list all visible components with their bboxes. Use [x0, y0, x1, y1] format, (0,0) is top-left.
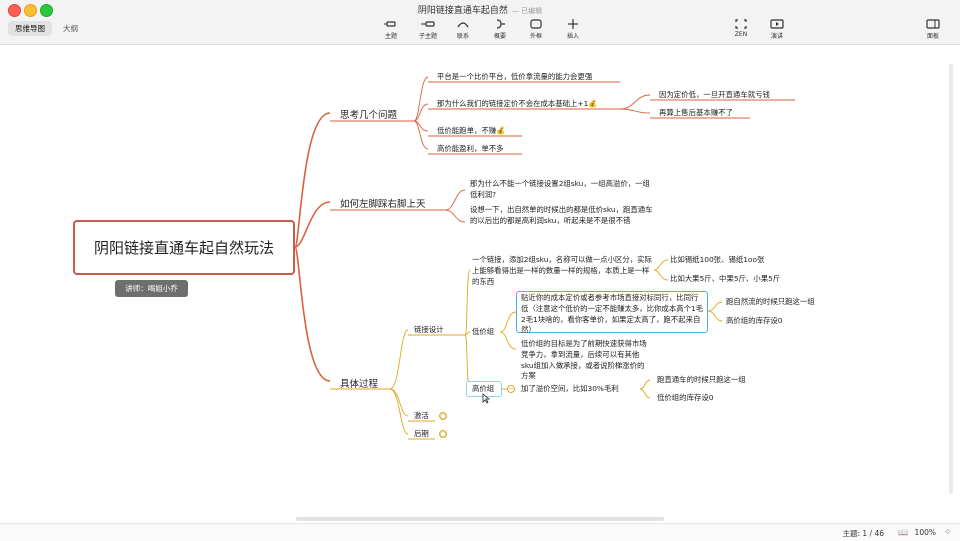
- relationship-button[interactable]: 联系: [445, 17, 481, 40]
- zoom-level[interactable]: 100%: [914, 528, 936, 537]
- zen-label: ZEN: [734, 31, 748, 38]
- horizontal-scrollbar[interactable]: [296, 517, 664, 521]
- topic-think-questions[interactable]: 思考几个问题: [340, 110, 398, 121]
- panel-label: 面板: [926, 33, 939, 40]
- topic-low-price-group[interactable]: 低价组: [472, 327, 495, 336]
- minimize-window-button[interactable]: [24, 4, 37, 17]
- topic-low-note-1-child-1[interactable]: 跑自然流的时候只跑这一组: [726, 297, 815, 306]
- topic-link-intro[interactable]: 一个链接，添加2组sku，名称可以做一点小区分，实际上能够看得出是一样的数量一样…: [472, 255, 652, 286]
- close-window-button[interactable]: [8, 4, 21, 17]
- topic-label: 主题: [384, 33, 397, 40]
- title-bar: 阴阳链接直通车起自然— 已编辑 思维导图 大纲 主题 子主题 联系 概要 外框 …: [0, 0, 960, 45]
- moneybag-icon: 💰: [588, 99, 598, 108]
- present-label: 演讲: [770, 33, 783, 40]
- topic-b1-c2[interactable]: 那为什么我们的链接定价不会在成本基础上+1💰: [437, 99, 598, 108]
- zoom-stepper-icon[interactable]: ◇: [945, 528, 950, 535]
- relationship-label: 联系: [456, 33, 469, 40]
- topic-icon: [373, 17, 409, 30]
- panel-button[interactable]: 面板: [915, 17, 951, 40]
- selected-topic-frame[interactable]: [516, 291, 708, 333]
- boundary-label: 外框: [529, 33, 542, 40]
- window-title: 阴阳链接直通车起自然— 已编辑: [0, 3, 960, 16]
- topic-b1-c2-reason-1[interactable]: 因为定价低，一旦开直通车就亏钱: [659, 90, 770, 99]
- expand-toggle-icon[interactable]: ○: [439, 430, 447, 438]
- panel-icon: [915, 17, 951, 30]
- present-icon: [759, 17, 795, 30]
- topic-example-2[interactable]: 比如大果5斤、中果5斤、小果5斤: [670, 274, 781, 283]
- boundary-icon: [518, 17, 554, 30]
- relationship-icon: [445, 17, 481, 30]
- zen-icon: [723, 17, 759, 30]
- expand-toggle-icon[interactable]: ○: [439, 412, 447, 420]
- topic-process[interactable]: 具体过程: [340, 379, 379, 390]
- tab-outline[interactable]: 大纲: [63, 24, 78, 33]
- branch-line-1: [294, 112, 331, 248]
- summary-button[interactable]: 概要: [482, 17, 518, 40]
- summary-icon: [482, 17, 518, 30]
- topic-high-child-2[interactable]: 低价组的库存设0: [657, 393, 714, 402]
- topic-b1-c2-reason-2[interactable]: 再算上售后基本赚不了: [659, 108, 733, 117]
- subtopic-icon: [410, 17, 446, 30]
- view-tabs: 思维导图 大纲: [8, 21, 85, 36]
- topic-high-price-group[interactable]: 高价组: [472, 384, 495, 393]
- branch-line-3: [294, 246, 331, 382]
- insert-button[interactable]: 插入: [555, 17, 591, 40]
- summary-label: 概要: [493, 33, 506, 40]
- topic-link-design[interactable]: 链接设计: [414, 325, 444, 334]
- lecturer-label[interactable]: 讲师：喝姐小乔: [115, 280, 188, 297]
- topic-later[interactable]: 后期: [414, 429, 429, 438]
- topic-activate[interactable]: 激活: [414, 411, 429, 420]
- document-name: 阴阳链接直通车起自然: [417, 6, 508, 16]
- topic-button[interactable]: 主题: [373, 17, 409, 40]
- present-button[interactable]: 演讲: [759, 17, 795, 40]
- boundary-button[interactable]: 外框: [518, 17, 554, 40]
- insert-label: 插入: [566, 33, 579, 40]
- topic-high-note[interactable]: 加了溢价空间，比如30%毛利: [521, 384, 619, 393]
- topic-low-note-2[interactable]: 低价组的目标是为了前期快速获得市场竞争力，拿到流量，后续可以有其他sku组加入做…: [521, 339, 647, 381]
- topic-example-1[interactable]: 比如锡纸100张、锡纸1oo张: [670, 255, 765, 264]
- root-topic[interactable]: 阴阳链接直通车起自然玩法: [73, 220, 295, 275]
- zoom-window-button[interactable]: [40, 4, 53, 17]
- subtopic-label: 子主题: [418, 33, 437, 40]
- topic-low-note-1-child-2[interactable]: 高价组的库存设0: [726, 316, 783, 325]
- book-icon[interactable]: 📖: [898, 528, 908, 537]
- edited-status: — 已编辑: [511, 7, 543, 15]
- plus-icon: [555, 17, 591, 30]
- topic-low-note-1[interactable]: 贴近你的成本定价或者参考市场直接对标同行，比同行低（注意这个低价的一定不能赚太多…: [521, 293, 704, 335]
- topic-b1-c4[interactable]: 高价能盈利，单不多: [437, 144, 504, 153]
- zen-button[interactable]: ZEN: [723, 17, 759, 38]
- tab-mindmap[interactable]: 思维导图: [8, 21, 52, 36]
- vertical-scrollbar[interactable]: [949, 64, 953, 494]
- topic-count: 主题: 1 / 46: [842, 529, 884, 538]
- topic-b2-c2[interactable]: 设想一下，出自然单的时候出的都是低价sku，跑直通车的以后出的都是高利润sku，…: [470, 205, 653, 225]
- topic-b1-c3[interactable]: 低价能跑单，不赚💰: [437, 126, 506, 135]
- status-bar: 主题: 1 / 46 📖 100% ◇: [0, 523, 960, 541]
- subtopic-button[interactable]: 子主题: [410, 17, 446, 40]
- moneybag-icon: 💰: [496, 126, 506, 135]
- topic-left-foot-right-foot[interactable]: 如何左脚踩右脚上天: [340, 199, 426, 210]
- topic-high-child-1[interactable]: 跑直通车的时候只跑这一组: [657, 375, 746, 384]
- topic-b1-c1[interactable]: 平台是一个比价平台，低价拿流量的能力会更强: [437, 72, 593, 81]
- branch-line-2: [294, 201, 331, 248]
- cursor-icon: [482, 393, 490, 404]
- collapse-toggle-icon[interactable]: −: [507, 385, 515, 393]
- topic-b2-c1[interactable]: 那为什么不能一个链接设置2组sku，一组高溢价，一组低利润?: [470, 179, 650, 199]
